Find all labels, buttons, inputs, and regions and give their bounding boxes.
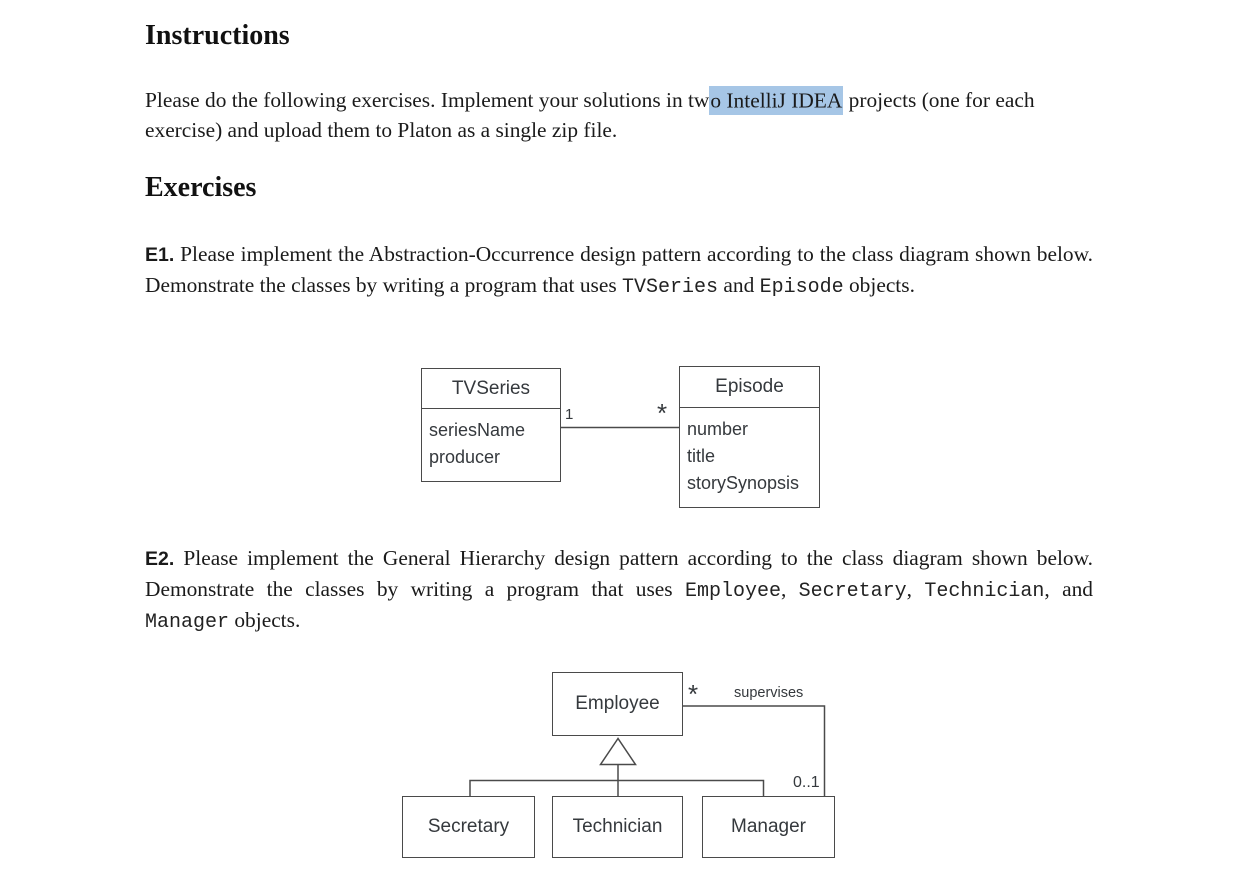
class-name-tvseries: TVSeries [422, 369, 560, 409]
e1-label: E1. [145, 244, 175, 266]
class-box-episode: Episode number title storySynopsis [679, 366, 820, 508]
class-box-secretary: Secretary [402, 796, 535, 858]
multiplicity-many-label: * [657, 398, 668, 428]
e2-paragraph: E2. Please implement the General Hierarc… [145, 544, 1093, 638]
inheritance-branch-line [469, 779, 765, 796]
e1-paragraph: E1. Please implement the Abstraction-Occ… [145, 240, 1093, 302]
attribute-compartment: number title storySynopsis [680, 408, 819, 497]
inline-code-episode: Episode [759, 275, 844, 299]
highlighted-text: o IntelliJ IDEA [709, 85, 844, 115]
inline-code-secretary: Secretary [798, 579, 907, 603]
class-name-employee: Employee [575, 693, 660, 714]
e2-text: , [780, 576, 799, 601]
uml-attribute: producer [429, 447, 501, 467]
e1-text: objects. [843, 272, 915, 297]
supervises-label: supervises [734, 685, 804, 701]
intro-text-after: projects (one for each exercise) and upl… [145, 88, 1035, 142]
heading-instructions: Instructions [145, 20, 290, 51]
e2-text: Please implement the General Hierarchy d… [145, 546, 1093, 601]
supervises-multiplicity-many-label: * [688, 679, 699, 709]
class-box-tvseries: TVSeries seriesName producer [421, 368, 561, 482]
e2-text: , and [1044, 576, 1093, 601]
intro-text-before: Please do the following exercises. Imple… [145, 88, 710, 112]
class-name-technician: Technician [572, 816, 663, 837]
e2-text: , [906, 576, 925, 601]
class-name-episode: Episode [680, 367, 819, 408]
uml-attribute: title [687, 446, 716, 466]
inline-code-tvseries: TVSeries [622, 275, 719, 299]
supervises-multiplicity-target-label: 0..1 [793, 774, 820, 791]
inline-code-technician: Technician [924, 579, 1045, 603]
e1-text: Please implement the Abstraction-Occurre… [145, 242, 1093, 297]
intro-paragraph: Please do the following exercises. Imple… [145, 85, 1093, 145]
attribute-compartment: seriesName producer [422, 409, 560, 471]
e2-text: objects. [229, 608, 301, 632]
class-name-secretary: Secretary [427, 816, 510, 837]
class-box-manager: Manager [702, 796, 835, 858]
e1-text: and [718, 272, 760, 297]
inheritance-triangle-icon [599, 737, 637, 766]
uml-attribute: seriesName [429, 420, 526, 440]
uml-attribute: number [687, 419, 749, 439]
inline-code-manager: Manager [145, 611, 230, 634]
class-box-employee: Employee [552, 672, 683, 736]
e2-label: E2. [145, 548, 175, 570]
class-box-technician: Technician [552, 796, 683, 858]
inline-code-employee: Employee [684, 579, 781, 603]
uml-attribute: storySynopsis [687, 473, 800, 493]
multiplicity-one-label: 1 [565, 406, 574, 423]
class-name-manager: Manager [731, 816, 806, 837]
heading-exercises: Exercises [145, 172, 257, 203]
